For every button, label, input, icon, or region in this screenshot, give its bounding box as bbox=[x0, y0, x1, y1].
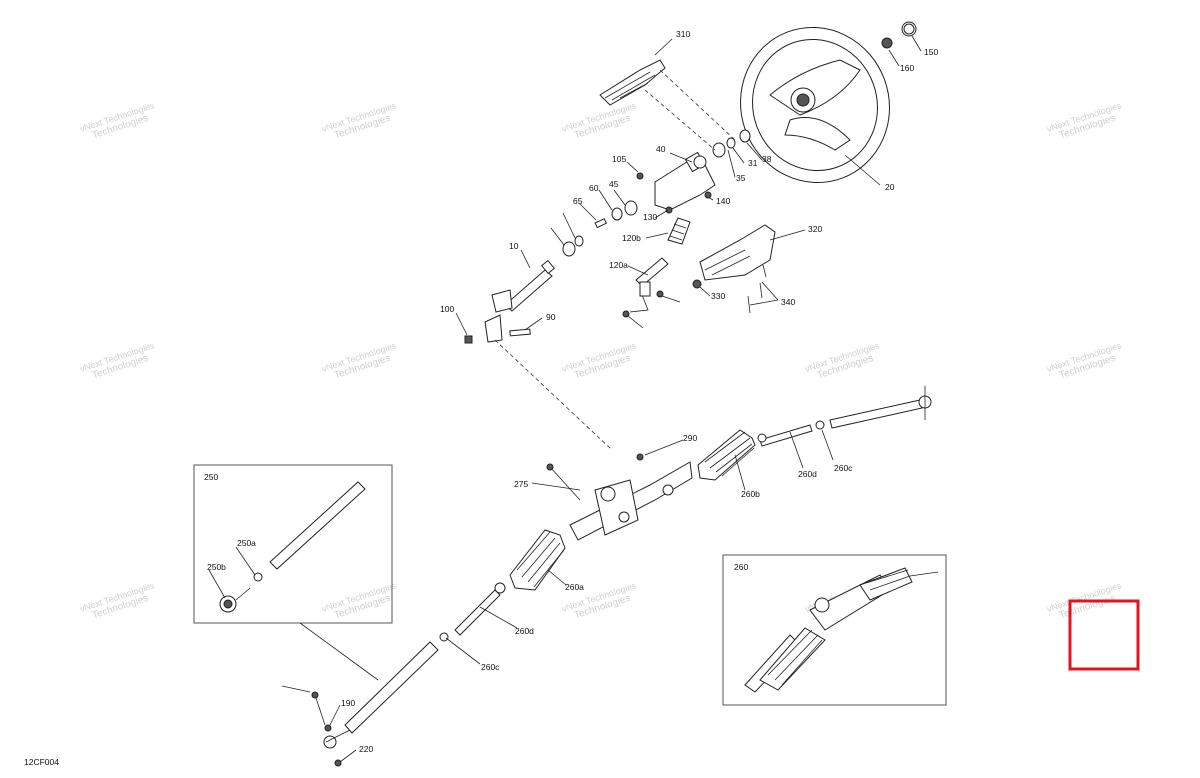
callout-label: 60 bbox=[589, 183, 599, 193]
nut-220-part[interactable] bbox=[334, 759, 342, 767]
bolt-105-part[interactable] bbox=[636, 172, 644, 180]
callout-label: 260b bbox=[741, 489, 760, 499]
bushing-35-lower-part[interactable] bbox=[562, 241, 576, 257]
highlight-box bbox=[1068, 599, 1140, 671]
callout-label: 31 bbox=[748, 158, 758, 168]
leader-lines bbox=[208, 35, 922, 763]
callout-label: 120a bbox=[609, 260, 628, 270]
callout-label: 290 bbox=[683, 433, 697, 443]
bushing-60-part[interactable] bbox=[611, 207, 623, 221]
callout-labels: 310 150 160 20 40 105 31 35 38 60 45 65 … bbox=[204, 29, 938, 754]
boot-260b-part[interactable] bbox=[697, 429, 756, 481]
nut-100-part[interactable] bbox=[464, 335, 473, 344]
callout-label: 140 bbox=[716, 196, 730, 206]
bushing-35-upper-part[interactable] bbox=[712, 142, 726, 158]
screw-330-part[interactable] bbox=[692, 279, 702, 289]
spring-120b-part[interactable] bbox=[667, 217, 691, 245]
screws-340-part[interactable] bbox=[747, 264, 767, 314]
callout-label: 90 bbox=[546, 312, 556, 322]
callout-label: 310 bbox=[676, 29, 690, 39]
inset-250 bbox=[193, 464, 393, 681]
bolt-215-part[interactable] bbox=[311, 691, 326, 726]
actuator-120a-part[interactable] bbox=[629, 257, 669, 313]
bushing-45-part[interactable] bbox=[624, 200, 638, 216]
ring-150-part[interactable] bbox=[901, 21, 917, 37]
cover-310-part[interactable] bbox=[599, 59, 666, 106]
bolt-290-part[interactable] bbox=[636, 453, 644, 461]
callout-label: 220 bbox=[359, 744, 373, 754]
washer-31-lower-part[interactable] bbox=[574, 235, 584, 247]
callout-label: 105 bbox=[612, 154, 626, 164]
callout-label: 250a bbox=[237, 538, 256, 548]
callout-label: 100 bbox=[440, 304, 454, 314]
callout-label: 45 bbox=[609, 179, 619, 189]
callout-label: 38 bbox=[762, 154, 772, 164]
callout-label: 65 bbox=[573, 196, 583, 206]
callout-label: 250b bbox=[207, 562, 226, 572]
callout-label: 260c bbox=[481, 662, 500, 672]
callout-label: 260d bbox=[515, 626, 534, 636]
intermediate-shaft-10-part[interactable] bbox=[484, 259, 555, 343]
tie-rod-end-left-part[interactable] bbox=[323, 729, 351, 749]
bolt-130-lower-part[interactable] bbox=[622, 310, 630, 318]
callout-label: 130 bbox=[643, 212, 657, 222]
washer-31-upper-part[interactable] bbox=[726, 137, 736, 149]
tie-rod-tube-left-part[interactable] bbox=[344, 641, 439, 734]
callout-label: 260a bbox=[565, 582, 584, 592]
callout-label: 340 bbox=[781, 297, 795, 307]
boot-260a-part[interactable] bbox=[509, 529, 566, 591]
callout-label: 35 bbox=[736, 173, 746, 183]
callout-label: 150 bbox=[924, 47, 938, 57]
tie-rod-260d-left-part[interactable] bbox=[454, 582, 506, 636]
bolt-130-upper-part[interactable] bbox=[665, 206, 673, 214]
nut-160-part[interactable] bbox=[881, 37, 893, 49]
steering-wheel-part[interactable] bbox=[719, 6, 911, 203]
callout-label: 275 bbox=[514, 479, 528, 489]
rack-housing-part[interactable] bbox=[569, 461, 693, 541]
callout-label: 320 bbox=[808, 224, 822, 234]
callout-label: 260 bbox=[734, 562, 748, 572]
callout-label: 260d bbox=[798, 469, 817, 479]
callout-label: 160 bbox=[900, 63, 914, 73]
callout-label: 10 bbox=[509, 241, 519, 251]
tie-rod-end-right-part[interactable] bbox=[829, 386, 932, 429]
callout-label: 260c bbox=[834, 463, 853, 473]
washer-38-part[interactable] bbox=[739, 129, 751, 143]
bracket-320-part[interactable] bbox=[699, 224, 776, 281]
callout-label: 20 bbox=[885, 182, 895, 192]
bolt-275-part[interactable] bbox=[546, 463, 581, 501]
callout-label: 330 bbox=[711, 291, 725, 301]
pin-65-part[interactable] bbox=[594, 218, 607, 229]
nut-260c-right-part[interactable] bbox=[815, 420, 825, 430]
figure-code: 12CF004 bbox=[24, 757, 59, 767]
inset-260 bbox=[722, 554, 947, 706]
callout-label: 120b bbox=[622, 233, 641, 243]
callout-label: 40 bbox=[656, 144, 666, 154]
nut-190-part[interactable] bbox=[324, 724, 332, 732]
callout-label: 250 bbox=[204, 472, 218, 482]
column-40-part[interactable] bbox=[654, 151, 716, 211]
bolt-140-upper-part[interactable] bbox=[704, 191, 712, 199]
callout-label: 190 bbox=[341, 698, 355, 708]
tie-rod-260d-right-part[interactable] bbox=[757, 424, 813, 447]
bolt-140-lower-part[interactable] bbox=[656, 290, 664, 298]
nut-260c-left-part[interactable] bbox=[439, 632, 449, 642]
bolt-90-part[interactable] bbox=[509, 328, 531, 337]
